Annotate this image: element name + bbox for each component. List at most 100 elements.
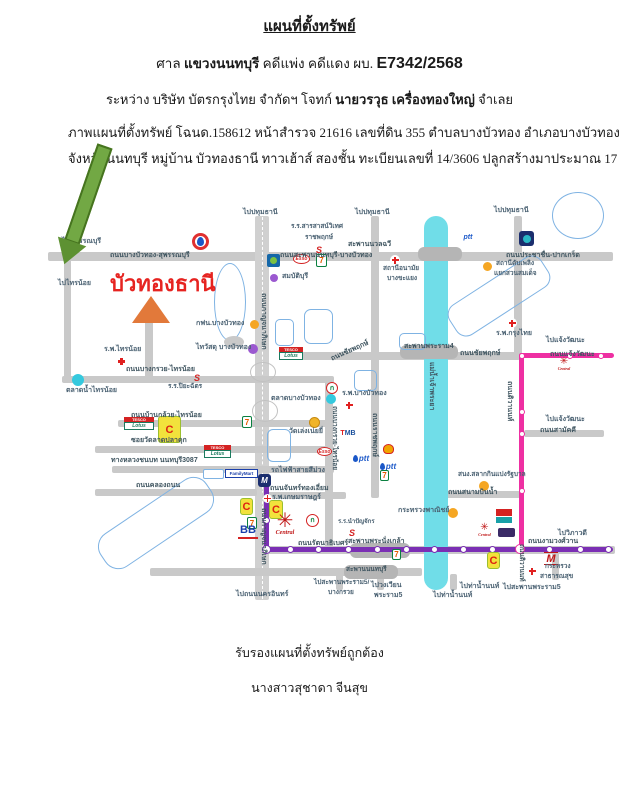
- rail-station-dot: [402, 545, 410, 553]
- map-label: ไปวงเวียน: [371, 582, 402, 589]
- property-triangle-marker: [132, 296, 170, 323]
- road-chanthongiam: [262, 492, 346, 499]
- map-label: สะพานพระราม4: [404, 343, 454, 350]
- waterworks-icon: [519, 231, 534, 246]
- court-pre: ศาล: [156, 56, 184, 71]
- map-label: สนง.สลากกินแบ่งรัฐบาล: [458, 471, 526, 478]
- rail-station-dot: [262, 516, 270, 524]
- certification-text: รับรองแผนที่ตั้งทรัพย์ถูกต้อง: [235, 646, 384, 660]
- landmark-circle: [552, 192, 604, 239]
- interchange-ellipse: [252, 400, 278, 422]
- road-stub-rama5: [552, 552, 559, 580]
- property-description-line2: จังหวัดนนทบุรี หมู่บ้าน บัวทองธานี ทาวเฮ…: [68, 151, 619, 166]
- bridge-rama4: [400, 345, 458, 359]
- kasemrad-hospital-icon-part: [266, 495, 269, 502]
- bangchak-station-icon-part: [270, 257, 277, 264]
- map-label: ไปปทุมธานี: [355, 209, 390, 216]
- map-label: กระทรวง: [545, 563, 571, 570]
- esso-station-icon: Esso: [293, 254, 310, 264]
- map-label: ไปปทุมธานี: [494, 207, 529, 214]
- shop-logos-icon: [496, 509, 512, 523]
- central-chaengwattana-icon: ✳Central: [556, 356, 572, 372]
- map-label: ไปท่าน้ำนนท์: [460, 583, 500, 590]
- the-mall-icon: M: [544, 552, 558, 565]
- map-label: สมบัติบุรี: [282, 273, 309, 280]
- magenta-road-vertical: [519, 353, 524, 551]
- bangbuathong-market-dot: [326, 394, 336, 404]
- rail-station-dot: [519, 409, 525, 415]
- magenta-road-horizontal: [519, 353, 614, 358]
- mall-logo-icon: [498, 528, 515, 537]
- map-label: ถนนบางกรวย-ไทรน้อย: [126, 366, 195, 373]
- road-stub-b: [377, 574, 384, 590]
- map-label: ตลาดบางบัวทอง: [271, 395, 321, 402]
- rail-station-dot: [373, 545, 381, 553]
- landmark-rect: [304, 309, 333, 344]
- map-label: กระทรวงพาณิชย์: [398, 507, 450, 514]
- rail-station-dot: [261, 544, 271, 554]
- map-label: ราชพฤกษ์: [305, 234, 333, 241]
- road-bankluai-sainoi: [118, 420, 334, 427]
- map-label: ไปไทรน้อย: [58, 280, 91, 287]
- parties-line: ระหว่าง บริษัท บัตรกรุงไทย จำกัดฯ โจทก์ …: [0, 89, 619, 110]
- road-khlongthanon: [95, 489, 257, 496]
- map-label: วัดเล่งเน่ยยี่: [289, 428, 323, 435]
- map-label: สาธารณสุข: [540, 573, 574, 580]
- central-rattanathibet-icon-part: Central: [478, 531, 491, 537]
- defendant-label: จำเลย: [474, 92, 514, 107]
- mea-dot: [250, 320, 259, 329]
- rail-station-dot: [567, 353, 573, 359]
- map-label: ถนนราชพฤกษ์: [371, 413, 378, 457]
- road-samakkhi: [524, 430, 604, 437]
- road-bangbuathong-suphanburi: [48, 252, 613, 261]
- road-bottom: [150, 568, 422, 576]
- bridge-nuanchawee: [418, 247, 462, 261]
- map-label: ไปแจ้งวัฒนะ: [546, 337, 585, 344]
- central-rattanathibet-icon-part: ✳: [480, 521, 489, 533]
- ptt-station-icon-part: [352, 454, 358, 462]
- rail-station-dot: [519, 431, 525, 437]
- rail-station-dot: [515, 544, 525, 554]
- sainoi-hospital-icon-part: [120, 357, 123, 366]
- interchange-ellipse: [250, 362, 276, 382]
- map-label: ไปวิภาวดี: [558, 530, 587, 537]
- tesco-lotus-icon-part: TESCO: [124, 417, 154, 422]
- ptt-station-icon-part: [197, 237, 204, 246]
- central-rattanathibet-icon: ✳Central: [477, 522, 492, 537]
- map-label: ถนนรัตนาธิเบศร์: [298, 540, 349, 547]
- map-label: ไปแจ้งวัฒนะ: [546, 416, 585, 423]
- landmark-rect: [267, 429, 291, 462]
- kasikorn-bank-icon: ก: [326, 382, 338, 394]
- map-label: ไปปทุมธานี: [243, 209, 278, 216]
- health-station-icon-part: [394, 256, 396, 264]
- case-type: คดีแพ่ง คดีแดง ผบ.: [259, 56, 377, 71]
- map-label: ถนนจันทร์ทองเอี่ยม: [270, 485, 329, 492]
- tesco-lotus-small-icon-part: Lotus: [204, 450, 231, 458]
- familymart-icon: FamilyMart: [225, 469, 258, 478]
- sainoi-floating-market-dot: [72, 374, 84, 386]
- map-label: สะพานนนทบุรี: [346, 566, 387, 573]
- map-label: ร.พ.เกษมราษฎร์: [272, 494, 321, 501]
- ptt-station-icon: [192, 233, 209, 250]
- central-westgate-icon-part: ✳: [276, 510, 294, 532]
- krungthai-hospital-icon-part: [511, 319, 513, 327]
- big-c-icon: C: [240, 498, 253, 515]
- kasikorn-bank-icon: ก: [306, 514, 319, 527]
- central-westgate-icon-part: Central: [275, 530, 295, 536]
- map-label: รถไฟฟ้าสายสีม่วง: [271, 467, 325, 474]
- ptt-station-icon: ptt: [350, 453, 372, 463]
- map-label: สะพานพระนั่งเกล้า: [348, 538, 405, 545]
- central-chaengwattana-icon-part: ✳: [559, 356, 569, 367]
- seven-eleven-icon: 7: [242, 416, 252, 428]
- map-label: ร.พ.บางบัวทอง: [342, 390, 387, 397]
- rail-station-dot: [430, 545, 438, 553]
- landmark-ellipse: [214, 263, 246, 341]
- school-logo-icon: S: [348, 527, 355, 538]
- seven-eleven-icon: 7: [380, 470, 389, 481]
- bridge-nonthaburi: [344, 565, 398, 579]
- map-label: ไปถนนนครอินทร์: [236, 591, 289, 598]
- map-label: สะพานนวลฉวี: [348, 241, 392, 248]
- bangkok-bank-icon-part: [238, 537, 258, 539]
